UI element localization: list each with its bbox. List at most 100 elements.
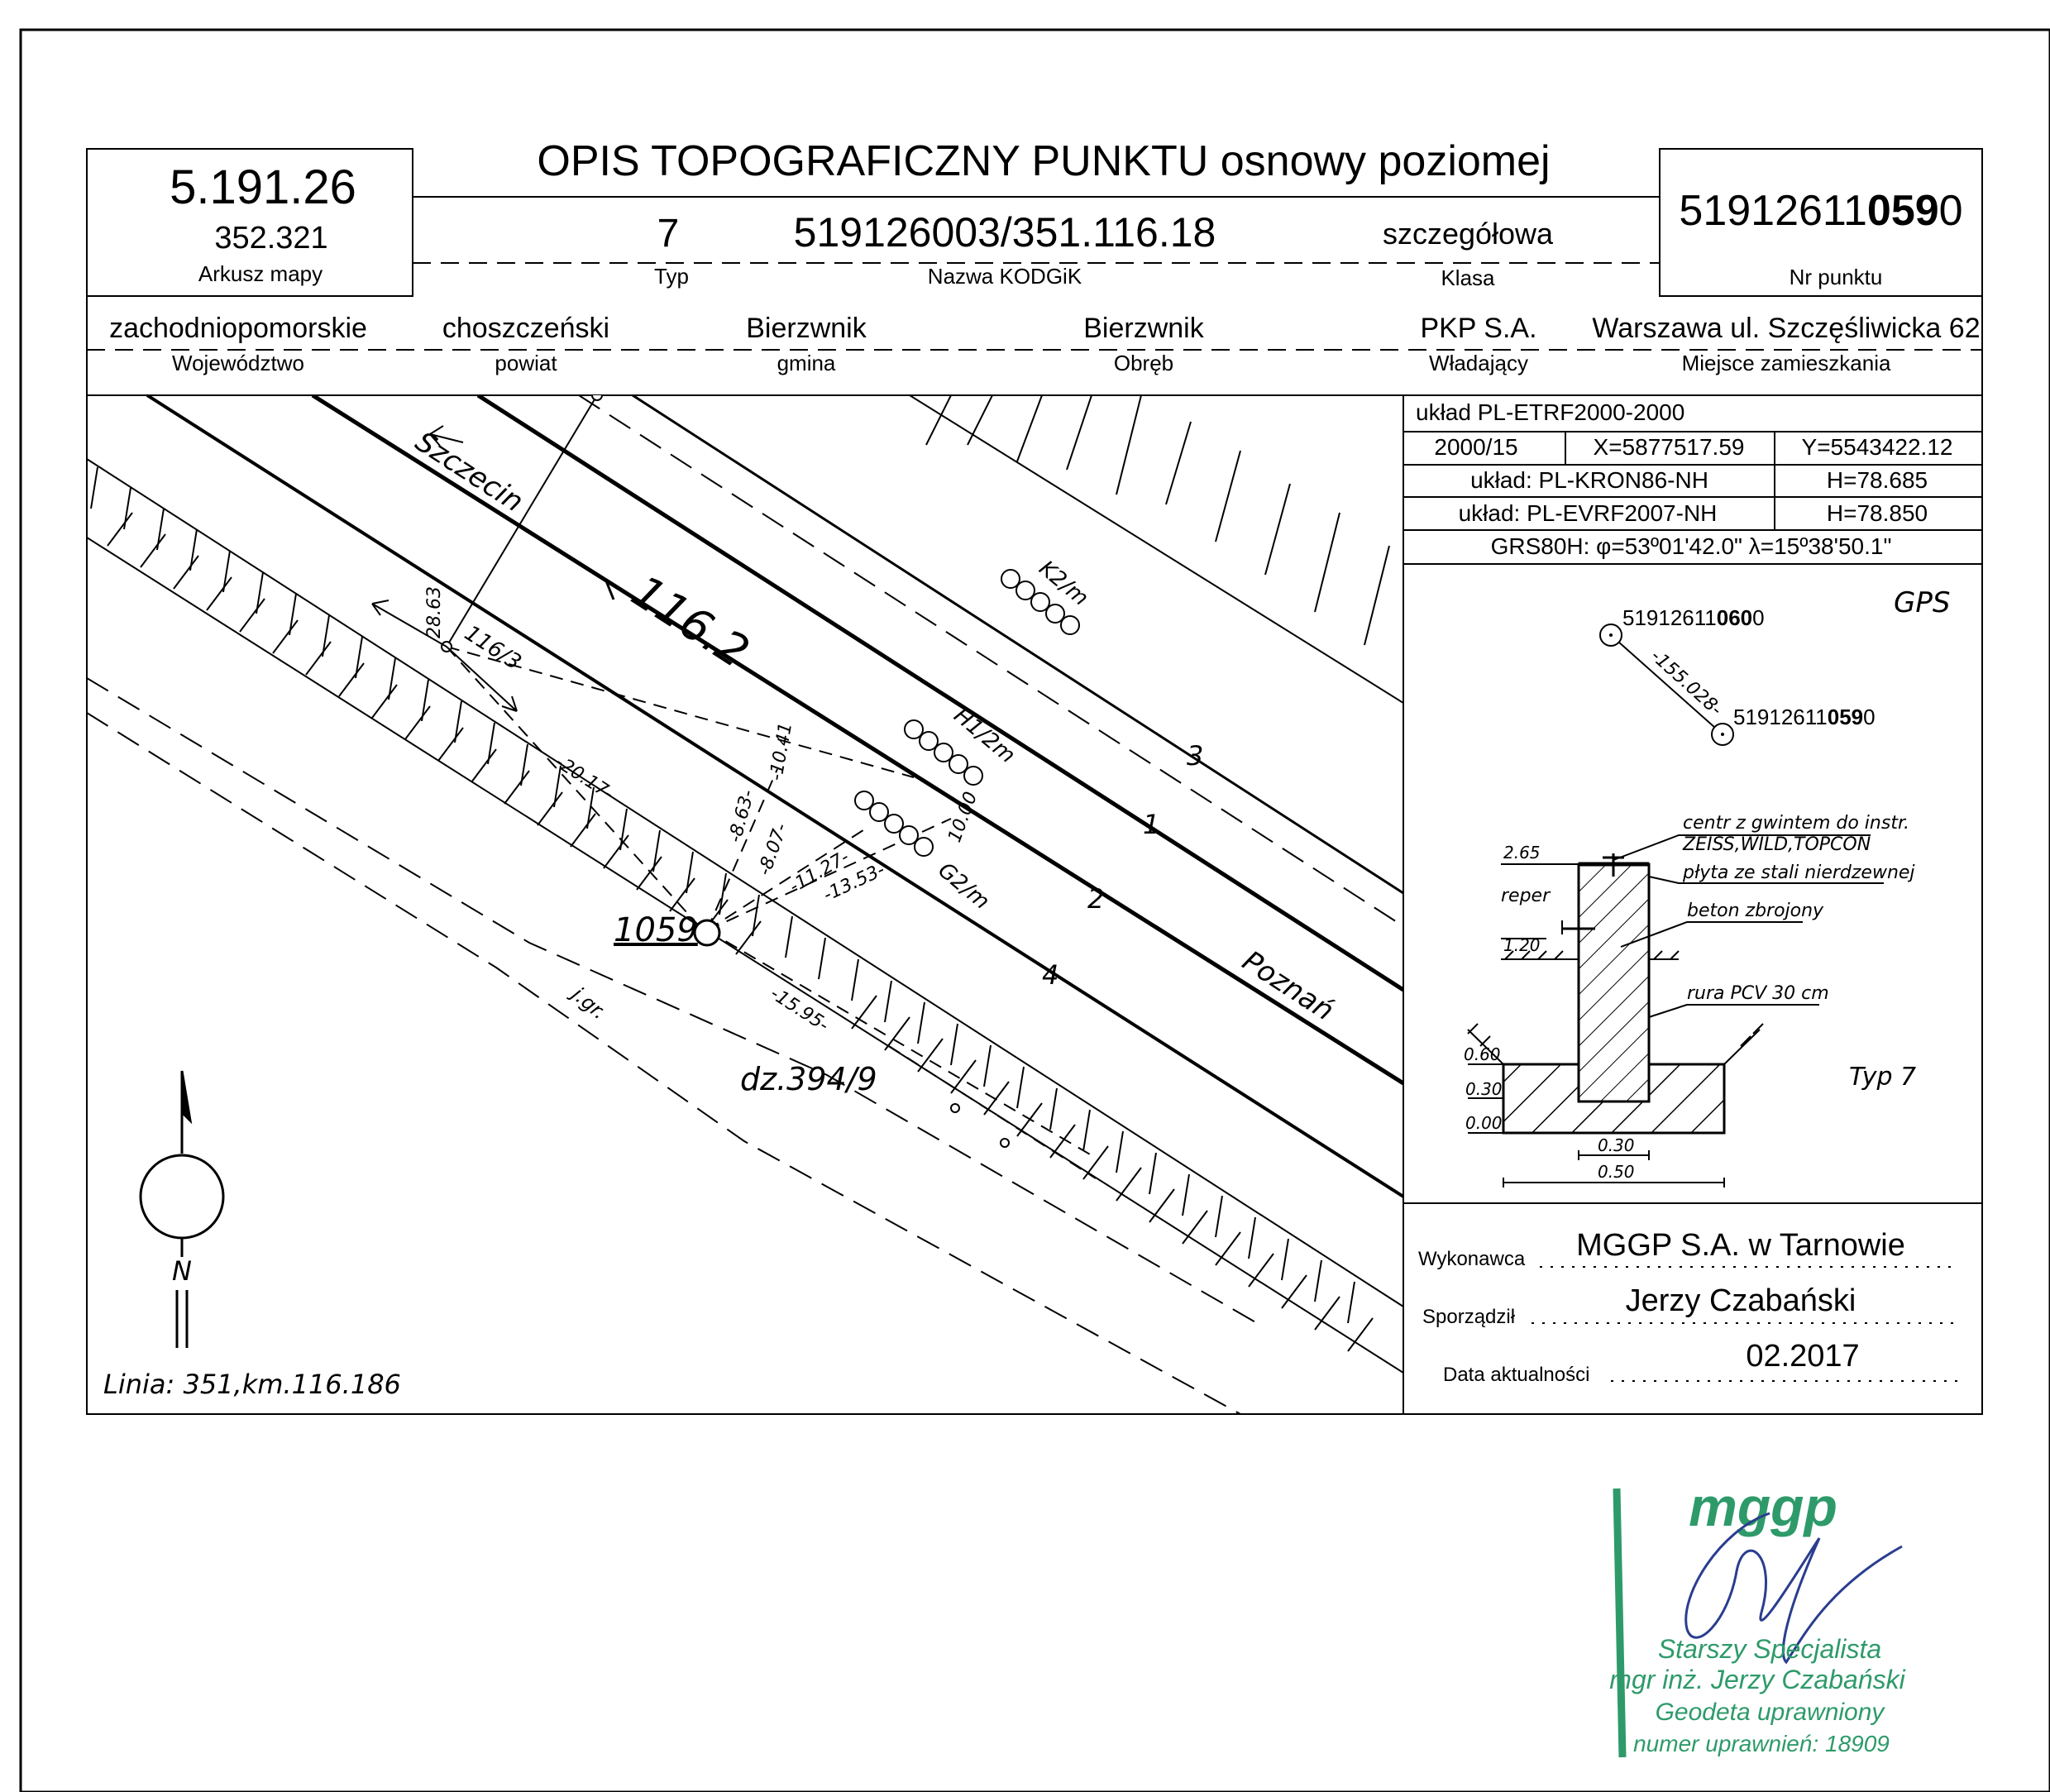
- dim-000: 0.00: [1465, 1113, 1503, 1133]
- track-line: [476, 395, 1403, 992]
- dashed-line: [578, 395, 1403, 927]
- gps-sketch: GPS 519126110600 519126110590 -155.028-: [1599, 586, 1950, 746]
- coordinates-table: układ PL-ETRF2000-2000 2000/15 X=5877517…: [1403, 399, 1982, 565]
- control-point-symbol: [693, 919, 721, 947]
- dist-807: -8.07-: [754, 820, 792, 878]
- dashed-line: [87, 677, 1258, 1324]
- km-label: 116.2: [623, 565, 758, 678]
- county-label: powiat: [495, 351, 557, 375]
- north-label: N: [172, 1255, 192, 1287]
- dist-2863: 28.63: [424, 586, 445, 638]
- grs-coordinates: GRS80H: φ=53º01'42.0" λ=15º38'50.1": [1491, 533, 1892, 559]
- coord-x: X=5877517.59: [1594, 434, 1745, 460]
- measurement-lines: [446, 646, 1097, 1179]
- gps-point-2: 519126110590: [1733, 705, 1876, 729]
- type-note: Typ 7: [1849, 1063, 1916, 1092]
- prepared-by-value: Jerzy Czabański: [1626, 1283, 1856, 1318]
- dist-2017: -20.17-: [552, 752, 618, 805]
- track-4: 4: [1042, 959, 1058, 991]
- kodgik-value: 519126003/351.116.18: [794, 209, 1216, 256]
- commune: Bierzwnik: [746, 313, 867, 344]
- track-1: 1: [1143, 809, 1159, 840]
- parcel-label: dz.394/9: [740, 1061, 877, 1097]
- stamp-line-2: mgr inż. Jerzy Czabański: [1609, 1665, 1905, 1694]
- signal-g2-label: G2/m: [934, 858, 995, 914]
- signal-k2: [1001, 569, 1080, 635]
- signal-g2: [854, 791, 934, 857]
- stamp-logo: mggp: [1689, 1476, 1837, 1537]
- voivodeship-label: Województwo: [172, 351, 304, 375]
- note-plate: płyta ze stali nierdzewnej: [1682, 863, 1915, 883]
- dist-1041: -10.41: [766, 721, 796, 782]
- dim-265: 2.65: [1503, 843, 1541, 863]
- coord-y: Y=5543422.12: [1802, 434, 1953, 460]
- signal-h1: [904, 719, 983, 786]
- point-number-label: Nr punktu: [1790, 265, 1883, 289]
- site-map: Szczecin Poznań 116.2 116/3 K2/m H1/2m G…: [87, 395, 1403, 1414]
- precinct: Bierzwnik: [1083, 313, 1204, 344]
- executor-label: Wykonawca: [1418, 1248, 1526, 1270]
- sheet-box: [86, 148, 413, 297]
- owner-label: Władający: [1429, 351, 1528, 375]
- point-number: 519126110590: [1679, 187, 1962, 235]
- county: choszczeński: [442, 313, 609, 344]
- kodgik-label: Nazwa KODGiK: [928, 264, 1082, 289]
- track-3: 3: [1187, 740, 1203, 772]
- point-number-box: [1659, 148, 1983, 297]
- boundary-label: j.gr.: [566, 981, 611, 1024]
- track-2: 2: [1087, 883, 1104, 915]
- railway-line-label: Linia: 351,km.116.186: [103, 1369, 401, 1400]
- embankment-slope: [87, 458, 1403, 1374]
- dim-120: 1.20: [1503, 935, 1541, 955]
- stamp-line-4: numer uprawnień: 18909: [1633, 1731, 1890, 1756]
- direction-arrows: [371, 425, 518, 712]
- body-frame: [86, 394, 1983, 1415]
- gps-point-1: 519126110600: [1622, 605, 1765, 630]
- note-centr: centr z gwintem do instr.: [1683, 813, 1909, 834]
- executor-value: MGGP S.A. w Tarnowie: [1576, 1228, 1905, 1263]
- official-stamp: mggp Starszy Specjalista mgr inż. Jerzy …: [1609, 1476, 1906, 1758]
- precinct-label: Obręb: [1114, 351, 1173, 375]
- residence: Warszawa ul. Szczęśliwicka 62: [1592, 313, 1980, 344]
- commune-label: gmina: [777, 351, 836, 375]
- date-value: 02.2017: [1746, 1339, 1859, 1374]
- note-instruments: ZEISS,WILD,TOPCON: [1682, 834, 1871, 855]
- track-line: [146, 395, 1403, 1198]
- dim-060: 0.60: [1464, 1044, 1501, 1064]
- gps-label: GPS: [1894, 586, 1950, 619]
- sheet-label: Arkusz mapy: [198, 261, 323, 286]
- point-label: 1059: [614, 911, 698, 949]
- header: OPIS TOPOGRAFICZNY PUNKTU osnowy poziome…: [86, 137, 1983, 396]
- kron-height: H=78.685: [1827, 467, 1928, 493]
- dim-w050: 0.50: [1598, 1162, 1635, 1182]
- date-label: Data aktualności: [1443, 1364, 1589, 1386]
- label-reper: reper: [1501, 886, 1551, 906]
- executor-block: Wykonawca MGGP S.A. w Tarnowie Sporządzi…: [1403, 1202, 1982, 1386]
- direction-szczecin: Szczecin: [409, 425, 529, 518]
- dist-863: -8.63-: [725, 787, 759, 844]
- page-title: OPIS TOPOGRAFICZNY PUNKTU osnowy poziome…: [537, 137, 1550, 185]
- monument-cross-section: centr z gwintem do instr. ZEISS,WILD,TOP…: [1464, 813, 1916, 1187]
- owner: PKP S.A.: [1420, 313, 1536, 344]
- kron-label: układ: PL-KRON86-NH: [1470, 467, 1708, 493]
- north-arrow-icon: [139, 1070, 225, 1348]
- stamp-line-3: Geodeta uprawniony: [1656, 1699, 1886, 1726]
- type-value: 7: [657, 212, 680, 256]
- dim-w030: 0.30: [1598, 1135, 1635, 1155]
- voivodeship: zachodniopomorskie: [109, 313, 367, 344]
- dist-1595: -15.95-: [767, 983, 833, 1036]
- track-line: [632, 395, 1403, 895]
- evrf-height: H=78.850: [1827, 500, 1928, 526]
- class-label: Klasa: [1441, 265, 1495, 290]
- sheet-subnumber: 352.321: [214, 221, 327, 256]
- upper-embankment: [909, 395, 1403, 704]
- coord-system: układ PL-ETRF2000-2000: [1416, 399, 1684, 425]
- type-label: Typ: [654, 264, 689, 289]
- note-concrete: beton zbrojony: [1687, 901, 1824, 921]
- page-frame: [19, 28, 2050, 1792]
- evrf-label: układ: PL-EVRF2007-NH: [1459, 500, 1718, 526]
- dashed-line: [87, 712, 1241, 1414]
- sheet-number: 5.191.26: [170, 160, 356, 214]
- dim-030: 0.30: [1465, 1079, 1503, 1099]
